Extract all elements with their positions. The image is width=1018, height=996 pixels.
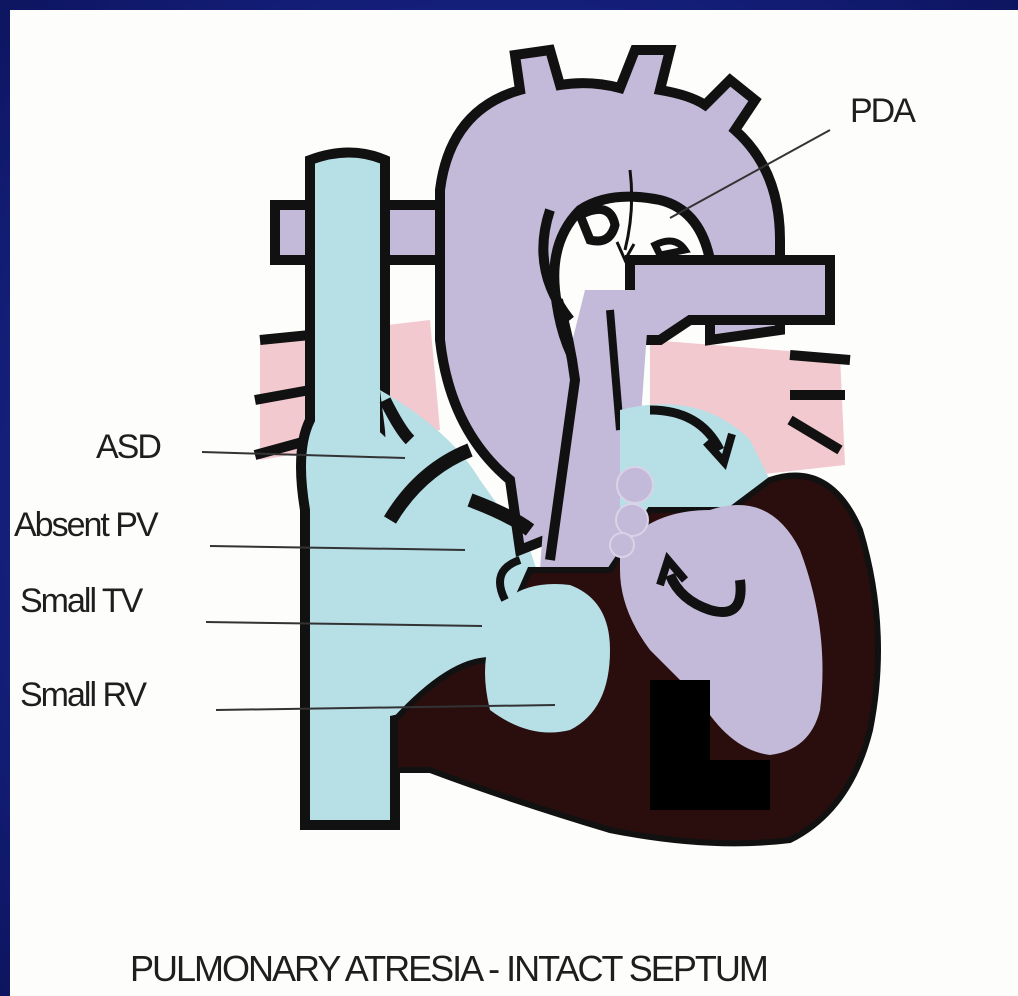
right-ventricle xyxy=(485,584,610,733)
ductus-arteriosus xyxy=(580,209,615,241)
label-small-rv: Small RV xyxy=(20,676,145,715)
label-asd: ASD xyxy=(96,428,160,467)
diagram-panel: PDA ASD Absent PV Small TV Small RV PULM… xyxy=(10,10,1018,996)
heart-diagram xyxy=(10,10,1018,996)
diagram-title: PULMONARY ATRESIA - INTACT SEPTUM xyxy=(130,948,767,990)
label-small-tv: Small TV xyxy=(20,582,141,621)
label-absent-pv: Absent PV xyxy=(14,506,157,545)
label-pda: PDA xyxy=(850,92,914,131)
